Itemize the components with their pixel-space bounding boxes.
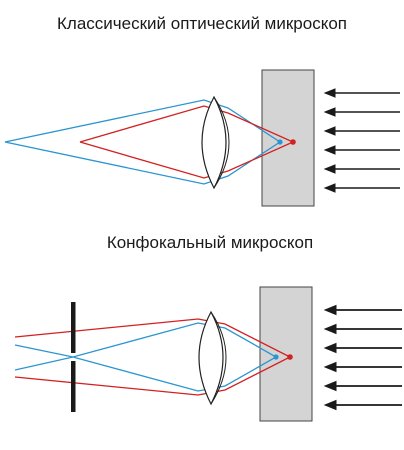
classic-lens-rim [213,96,230,189]
confocal-red-ray-path [14,318,292,396]
arrow-left-icon [323,342,402,354]
arrow-left-icon [323,361,402,373]
confocal-blue-focal-point [273,354,279,360]
arrow-left-icon [323,183,400,193]
confocal-illumination-arrows [323,304,402,411]
classic-red-focal-point [290,139,296,145]
pinhole-aperture-icon [71,302,76,412]
arrow-left-icon [323,304,402,316]
confocal-microscope-title: Конфокальный микроскоп [106,233,314,252]
arrow-left-icon [323,323,402,335]
arrow-left-icon [323,126,400,136]
confocal-panel [14,286,402,422]
arrow-left-icon [323,164,400,174]
classic-lens [201,95,227,190]
classic-blue-focal-point [277,139,283,145]
classic-panel [4,69,400,207]
arrow-left-icon [323,380,402,392]
arrow-left-icon [323,145,400,155]
classic-illumination-arrows [323,88,400,193]
confocal-red-focal-point [287,354,293,360]
confocal-lens-rim [210,311,227,405]
arrow-left-icon [323,107,400,117]
arrow-left-icon [323,399,402,411]
classic-blue-ray-path [4,99,282,185]
classic-sample [261,69,315,207]
arrow-left-icon [323,88,400,98]
classic-microscope-title: Классический оптический микроскоп [57,14,347,33]
classic-red-ray-path [79,105,295,179]
confocal-sample [259,286,313,422]
